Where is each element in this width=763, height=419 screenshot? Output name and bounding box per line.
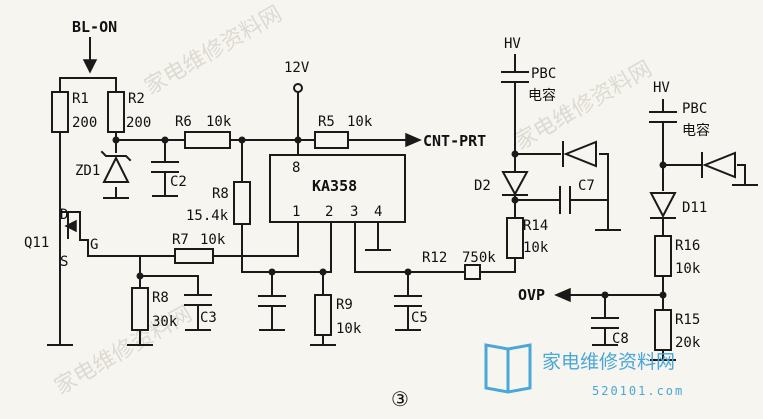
r9-ref: R9 (336, 297, 353, 313)
r12-value: 750k (462, 250, 496, 266)
watermark-logo: 家电维修资料网 520101.com (484, 343, 684, 398)
wires (59, 37, 746, 361)
pbc2-ref: PBC (682, 101, 707, 117)
c3-capacitor (184, 294, 212, 306)
pbc1-capacitor (501, 71, 529, 83)
r12-ref: R12 (422, 250, 447, 266)
ic-pin4-label: 4 (374, 204, 382, 220)
ghost-watermark-1: 家电维修资料网 (141, 2, 287, 101)
r6-ref: R6 (175, 114, 192, 130)
pbc2-capacitor (649, 111, 677, 123)
zd1-zener-diode (100, 150, 132, 183)
c8-ref: C8 (612, 331, 629, 347)
d2-diode (501, 171, 529, 197)
r8b-value: 30k (152, 314, 178, 330)
r8-15k-resistor (233, 181, 251, 225)
ka358-ic (269, 154, 406, 223)
c7-ref: C7 (578, 178, 595, 194)
r8-30k-resistor (131, 287, 149, 331)
ic-pin2-label: 2 (325, 204, 333, 220)
c3-ref: C3 (200, 310, 217, 326)
r14-resistor (506, 217, 524, 259)
r2-resistor (107, 91, 125, 133)
d11-ref: D11 (682, 200, 707, 216)
r14-ref: R14 (523, 218, 548, 234)
r8a-value: 15.4k (186, 208, 229, 224)
ic-name: KA358 (312, 177, 357, 195)
cnt-prt-label: CNT-PRT (423, 132, 486, 150)
d11-diode (649, 192, 677, 219)
hv-right-label: HV (653, 80, 670, 96)
r5-ref: R5 (318, 114, 335, 130)
r12-resistor (464, 264, 481, 280)
hv-left-label: HV (504, 36, 521, 52)
ovp-arrow-icon (554, 287, 571, 303)
ground-symbols (47, 184, 758, 361)
r8b-ref: R8 (152, 290, 169, 306)
r7-ref: R7 (172, 232, 189, 248)
c2-capacitor (151, 161, 179, 173)
q11-s-label: S (60, 254, 68, 270)
watermark-url-text: 520101.com (592, 384, 684, 398)
figure-label: ③ (391, 387, 409, 411)
r14-value: 10k (523, 240, 549, 256)
d2-ref: D2 (474, 178, 491, 194)
r6-resistor (184, 131, 231, 149)
c5-ref: C5 (411, 310, 428, 326)
q11-g-label: G (90, 237, 98, 253)
ic-pin8-label: 8 (292, 160, 300, 176)
r5-value: 10k (347, 114, 373, 130)
r15-ref: R15 (675, 312, 700, 328)
r6-value: 10k (206, 114, 232, 130)
r16-ref: R16 (675, 238, 700, 254)
r2-value: 200 (126, 115, 151, 131)
r15-value: 20k (675, 335, 701, 351)
pbc2-diode (701, 151, 736, 179)
c7-capacitor (559, 186, 571, 214)
ovp-label: OVP (518, 286, 545, 304)
c5-capacitor (394, 295, 422, 307)
q11-d-label: D (60, 207, 68, 223)
r1-ref: R1 (72, 91, 89, 107)
book-icon (484, 343, 532, 394)
r15-resistor (654, 309, 672, 351)
r5-resistor (314, 131, 349, 149)
watermark-logo-text: 家电维修资料网 (542, 351, 675, 373)
r7-resistor (174, 248, 214, 264)
v12-terminal (293, 83, 303, 93)
pbc1-note: 电容 (528, 87, 556, 104)
r16-value: 10k (675, 261, 701, 277)
unlabeled-capacitor (258, 295, 286, 307)
r16-resistor (654, 235, 672, 277)
pbc1-diode (562, 140, 597, 168)
v12-label: 12V (284, 60, 310, 76)
cnt-prt-arrow-icon (405, 132, 422, 148)
junction-dots (112, 136, 667, 299)
q11-mosfet (59, 211, 89, 241)
r1-value: 200 (72, 115, 97, 131)
c8-capacitor (591, 317, 619, 329)
ic-pin1-label: 1 (292, 204, 300, 220)
pbc1-ref: PBC (531, 66, 556, 82)
r1-resistor (51, 91, 69, 133)
ic-pin3-label: 3 (350, 204, 358, 220)
r9-resistor (314, 294, 332, 336)
r8a-ref: R8 (212, 186, 229, 202)
pbc2-note: 电容 (682, 122, 710, 139)
c2-ref: C2 (170, 174, 187, 190)
bl-on-arrow-icon (82, 59, 98, 74)
q11-ref: Q11 (24, 235, 49, 251)
zd1-ref: ZD1 (75, 163, 100, 179)
r7-value: 10k (200, 232, 226, 248)
bl-on-label: BL-ON (72, 18, 117, 36)
r9-value: 10k (336, 321, 362, 337)
r2-ref: R2 (128, 91, 145, 107)
